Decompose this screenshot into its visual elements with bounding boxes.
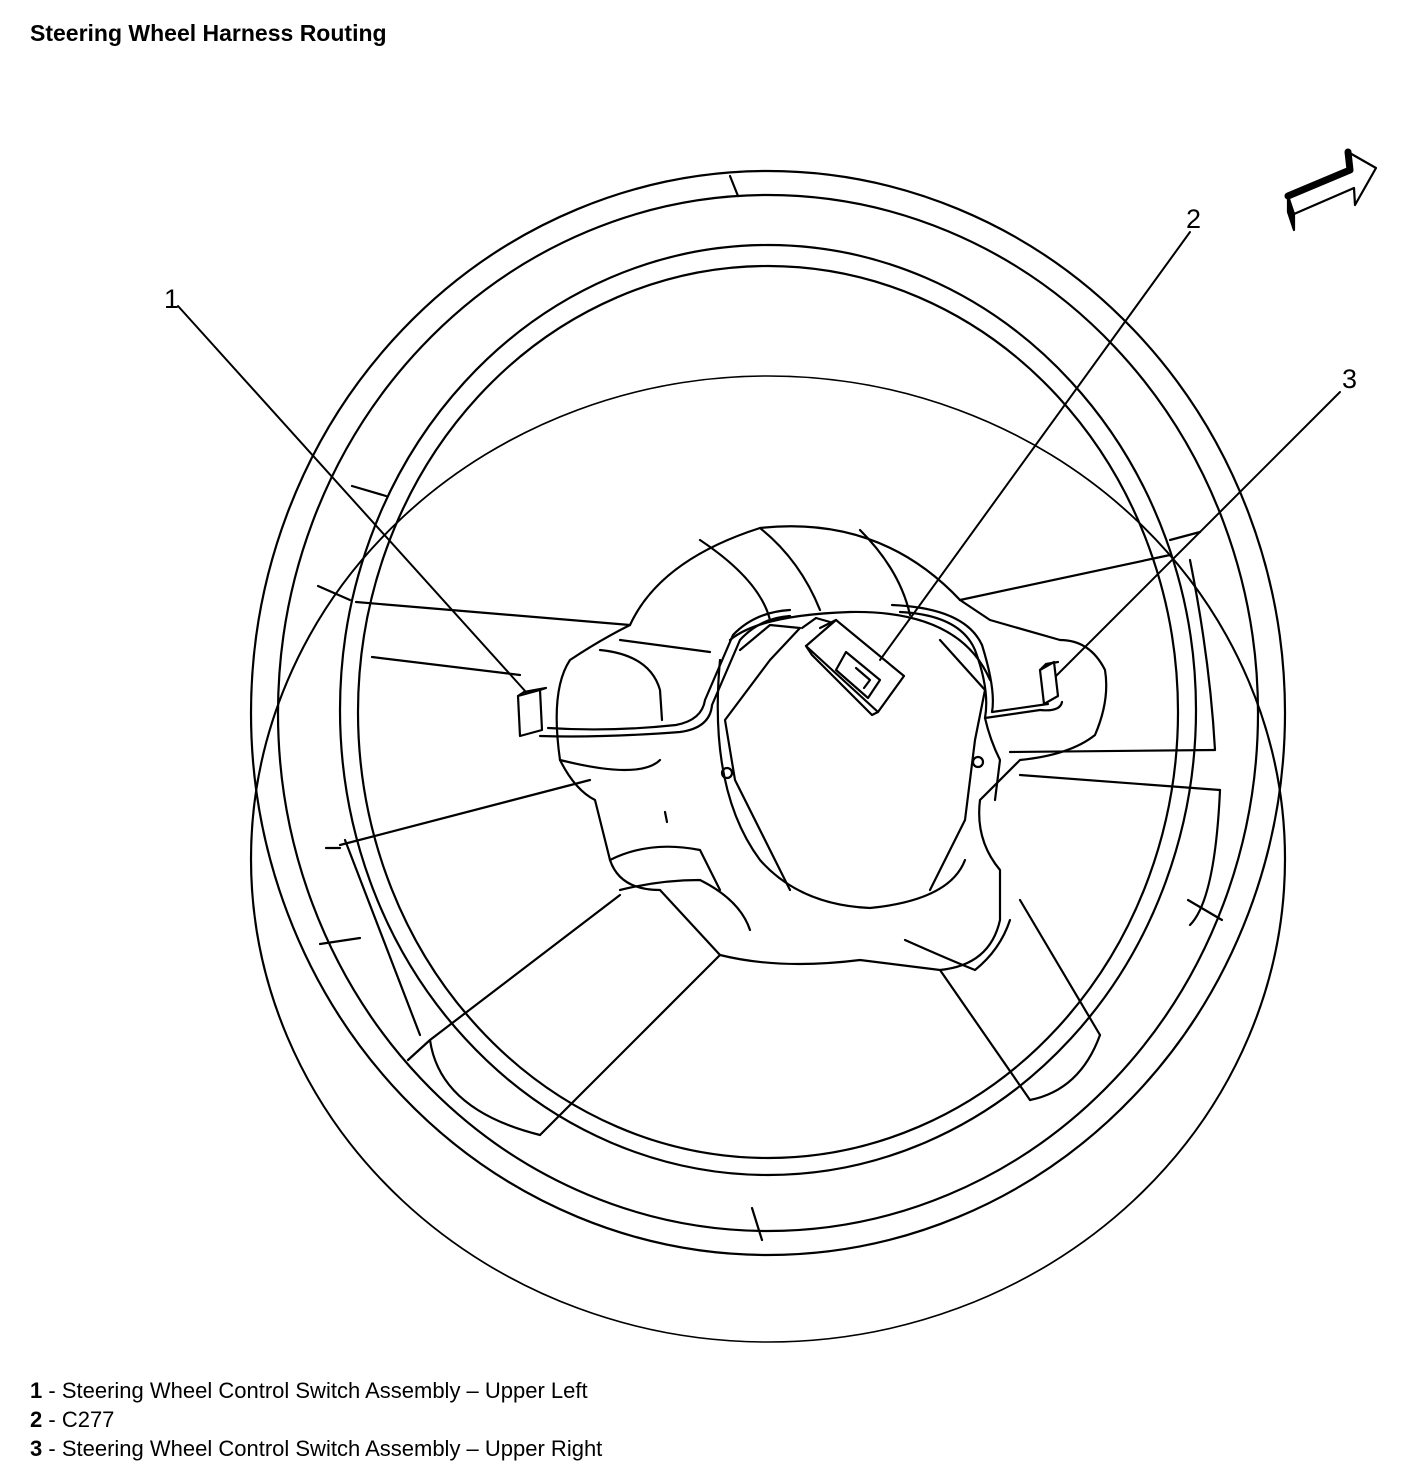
legend-text: C277 <box>61 1407 115 1432</box>
leader-line-2 <box>879 231 1191 661</box>
harness-wire <box>538 603 1064 802</box>
legend-separator: - <box>48 1378 62 1403</box>
legend-number: 3 <box>30 1436 43 1461</box>
legend-separator: - <box>48 1407 62 1432</box>
connector-c277 <box>800 616 906 717</box>
switch-upper-left <box>516 686 548 738</box>
wheel-spokes <box>338 553 1222 1137</box>
legend: 1 - Steering Wheel Control Switch Assemb… <box>30 1376 602 1463</box>
legend-text: Steering Wheel Control Switch Assembly –… <box>61 1436 603 1461</box>
steering-wheel-diagram: 1 2 3 <box>164 148 1378 1343</box>
callout-number-1: 1 <box>164 284 179 314</box>
legend-number: 1 <box>30 1378 43 1403</box>
switch-upper-right <box>1038 660 1060 706</box>
legend-text: Steering Wheel Control Switch Assembly –… <box>61 1378 588 1403</box>
legend-number: 2 <box>30 1407 43 1432</box>
legend-item: 1 - Steering Wheel Control Switch Assemb… <box>30 1376 602 1405</box>
leader-line-1 <box>177 305 527 693</box>
wheel-hub <box>555 525 1108 972</box>
wheel-rim <box>249 169 1287 1343</box>
legend-separator: - <box>48 1436 62 1461</box>
page-title: Steering Wheel Harness Routing <box>30 20 387 46</box>
legend-item: 3 - Steering Wheel Control Switch Assemb… <box>30 1434 602 1463</box>
direction-arrow-icon <box>1284 148 1378 232</box>
legend-item: 2 - C277 <box>30 1405 602 1434</box>
leader-line-3 <box>1055 391 1341 677</box>
callout-number-2: 2 <box>1186 204 1201 234</box>
callout-number-3: 3 <box>1342 364 1357 394</box>
